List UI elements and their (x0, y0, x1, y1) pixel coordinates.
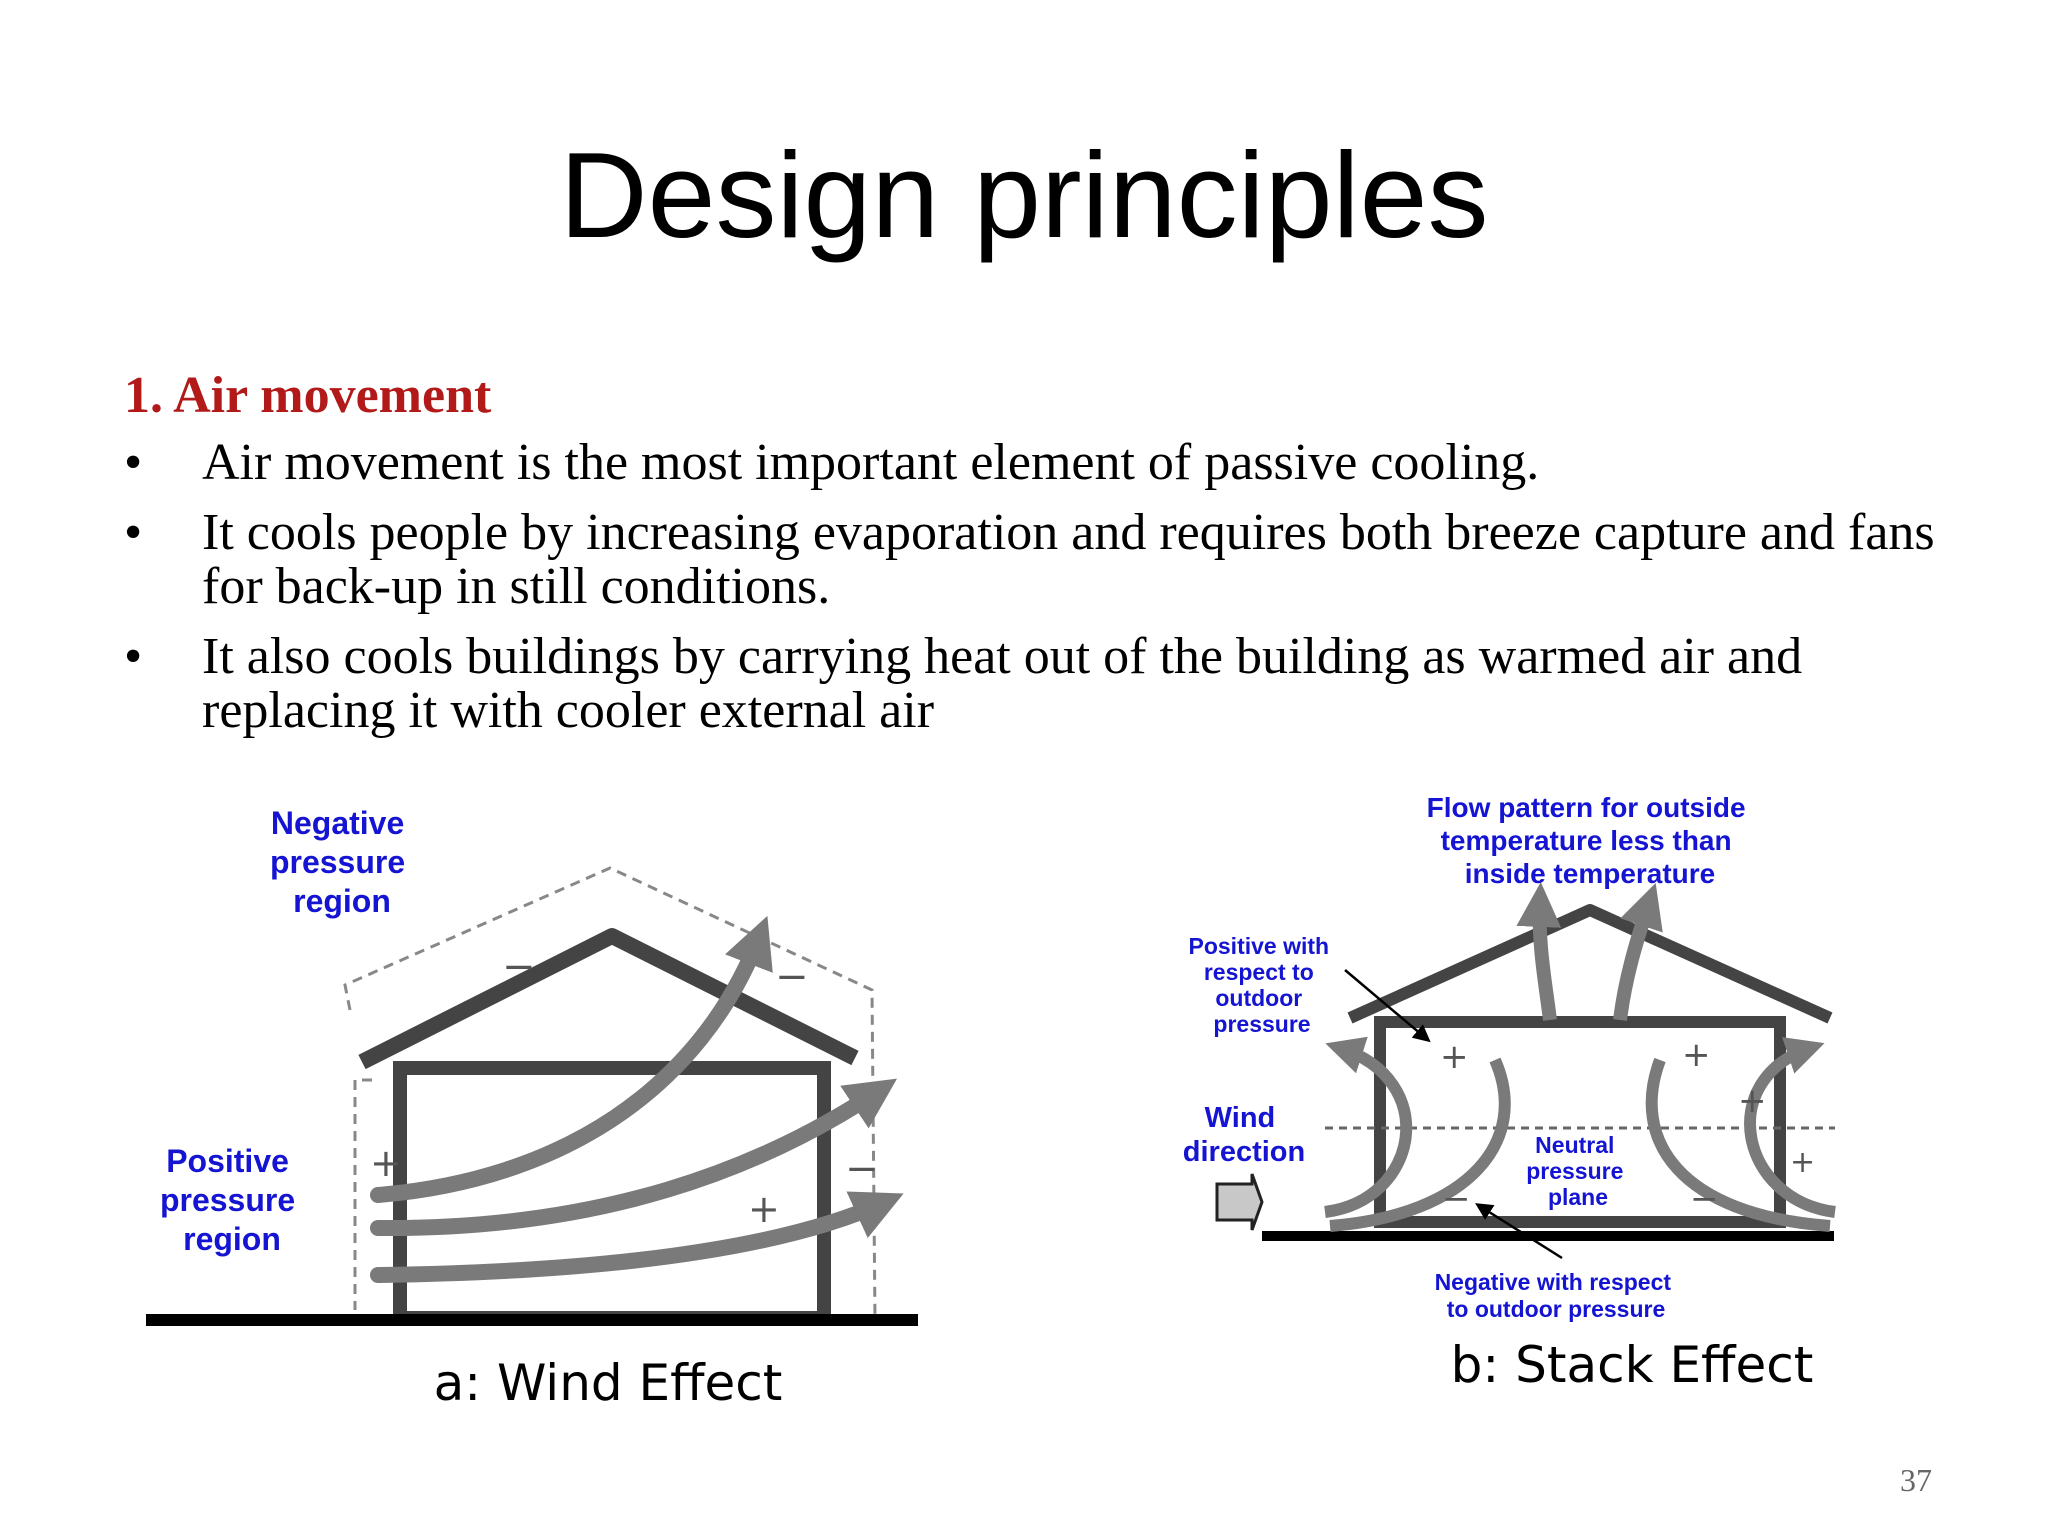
minus-sign: − (1690, 1179, 1719, 1219)
plus-sign: + (748, 1187, 780, 1231)
wind-effect-caption: a: Wind Effect (434, 1354, 783, 1412)
stack-effect-diagram: + + + + − − Flow pattern for outside tem… (1183, 792, 1836, 1394)
section-heading: 1. Air movement (124, 367, 492, 424)
positive-pressure-label: Positive pressure region (160, 1143, 304, 1257)
minus-sign: − (502, 944, 536, 990)
airflow-arrow (370, 1191, 904, 1283)
wind-direction-arrow-icon (1215, 1173, 1264, 1231)
roof-outline (1347, 904, 1833, 1024)
plus-sign: + (370, 1141, 402, 1185)
bullet-glyph: • (124, 504, 143, 561)
minus-sign: − (845, 1146, 879, 1192)
plus-sign: + (1682, 1035, 1711, 1075)
plus-sign: + (1440, 1037, 1469, 1077)
bullet-list: • Air movement is the most important ele… (124, 436, 1944, 754)
slide-title: Design principles (559, 127, 1489, 263)
wind-effect-diagram: − − − + + Negative pressure region Posit… (146, 805, 918, 1412)
bullet-item: • It cools people by increasing evaporat… (124, 506, 1944, 614)
negative-pressure-label: Negative pressure region (270, 805, 414, 919)
plus-sign: + (1738, 1081, 1767, 1121)
plus-sign: + (1790, 1145, 1815, 1180)
page-number: 37 (1900, 1462, 1932, 1498)
bullet-item: • Air movement is the most important ele… (124, 436, 1944, 490)
minus-sign: − (1442, 1179, 1471, 1219)
leader-line (1475, 1203, 1563, 1260)
bullet-text: It also cools buildings by carrying heat… (202, 628, 1803, 739)
airflow-arrow (1516, 882, 1562, 1021)
positive-respect-label: Positive with respect to outdoor pressur… (1189, 933, 1336, 1037)
airflow-arrow (1324, 1036, 1413, 1218)
pressure-envelope-line (353, 1078, 372, 1310)
roof-outline (358, 928, 859, 1070)
stack-effect-caption: b: Stack Effect (1451, 1336, 1814, 1394)
airflow-arrow (1329, 1057, 1511, 1232)
airflow-arrow (370, 1078, 898, 1237)
bullet-text: It cools people by increasing evaporatio… (202, 504, 1935, 615)
house-walls (1374, 1016, 1786, 1228)
bullet-glyph: • (124, 628, 143, 685)
minus-sign: − (775, 954, 809, 1000)
airflow-arrow (1744, 1037, 1836, 1218)
wind-direction-label: Wind direction (1183, 1102, 1305, 1168)
airflow-arrow (370, 915, 773, 1203)
bullet-item: • It also cools buildings by carrying he… (124, 630, 1944, 738)
flow-pattern-label: Flow pattern for outside temperature les… (1427, 792, 1754, 889)
negative-respect-label: Negative with respect to outdoor pressur… (1435, 1269, 1678, 1322)
airflow-arrow (1645, 1057, 1831, 1232)
leader-line (1344, 969, 1431, 1043)
neutral-plane-label: Neutral pressure plane (1526, 1132, 1630, 1210)
bullet-text: Air movement is the most important eleme… (202, 434, 1540, 491)
airflow-arrow (1613, 882, 1663, 1021)
bullet-glyph: • (124, 434, 143, 491)
